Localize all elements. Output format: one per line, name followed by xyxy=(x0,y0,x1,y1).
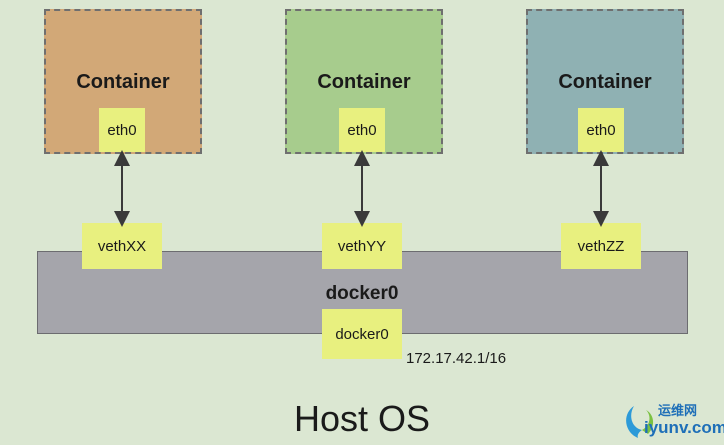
veth-iface-2: vethYY xyxy=(322,223,402,269)
host-os-label: Host OS xyxy=(293,398,431,439)
veth-iface-3: vethZZ xyxy=(561,223,641,269)
container-title-1: Container xyxy=(76,71,170,93)
bridge-title: docker0 xyxy=(325,283,399,304)
container-title-3: Container xyxy=(558,71,652,93)
veth-iface-1: vethXX xyxy=(82,223,162,269)
eth0-iface-1: eth0 xyxy=(99,108,145,152)
eth0-iface-3: eth0 xyxy=(578,108,624,152)
bridge-ip: 172.17.42.1/16 xyxy=(406,350,507,367)
watermark-url: iyunv.com xyxy=(644,418,724,437)
watermark-brand: 运维网 xyxy=(658,403,698,418)
swirl-icon xyxy=(626,406,654,438)
docker0-iface: docker0 xyxy=(322,309,402,359)
eth0-iface-2: eth0 xyxy=(339,108,385,152)
container-title-2: Container xyxy=(317,71,411,93)
watermark-logo: 运维网 iyunv.com xyxy=(618,398,724,442)
